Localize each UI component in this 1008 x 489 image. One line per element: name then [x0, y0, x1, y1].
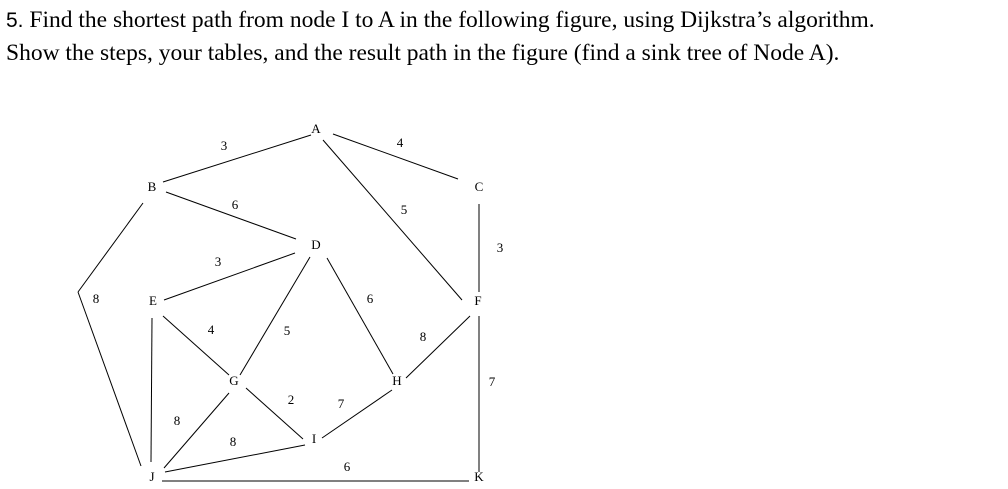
edge-g-i [245, 387, 304, 440]
edge-h-f [405, 315, 471, 379]
node-label-b: B [148, 179, 157, 194]
weight-label-d-g: 5 [284, 323, 291, 338]
question-line-1: 5. Find the shortest path from node I to… [6, 4, 1006, 37]
weight-label-c-f: 3 [497, 240, 504, 255]
edge-g-j [163, 392, 230, 469]
edge-b-d [165, 191, 297, 240]
node-label-d: D [311, 237, 320, 252]
node-label-h: H [392, 373, 401, 388]
weight-label-b-j: 8 [93, 291, 100, 306]
nodes-layer: A B C D E F G H I J K [148, 121, 485, 484]
edge-b-a [162, 134, 312, 183]
node-label-f: F [474, 293, 481, 308]
weight-label-g-j: 8 [230, 434, 237, 449]
node-label-i: I [312, 431, 316, 446]
edge-e-d [163, 252, 296, 301]
node-label-k: K [474, 469, 484, 484]
edge-d-g [239, 256, 311, 376]
node-label-c: C [475, 179, 484, 194]
question-text: 5. Find the shortest path from node I to… [6, 4, 1006, 70]
edge-e-g [162, 315, 230, 376]
weight-label-h-f: 8 [420, 329, 427, 344]
edge-b-j-segment [77, 291, 142, 467]
weights-layer: 3 4 5 6 8 3 3 5 6 4 8 2 8 7 8 7 6 [93, 135, 504, 474]
question-line-2: Show the steps, your tables, and the res… [6, 40, 840, 66]
weight-label-b-d: 6 [232, 197, 239, 212]
edge-e-j [150, 317, 153, 463]
edge-d-h [326, 257, 394, 375]
edge-j-i [164, 444, 306, 473]
weight-label-d-h: 6 [367, 291, 374, 306]
weight-label-e-g: 4 [208, 322, 215, 337]
weight-label-a-c: 4 [397, 135, 404, 150]
edge-a-c [332, 133, 459, 180]
weight-label-h-i: 7 [338, 396, 345, 411]
weight-label-j-i: 6 [344, 459, 351, 474]
weight-label-b-a: 3 [221, 138, 228, 153]
weight-label-g-i: 2 [288, 392, 295, 407]
question-number: 5. [6, 9, 24, 32]
node-label-a: A [311, 121, 321, 136]
weight-label-f-k: 7 [489, 374, 496, 389]
node-label-e: E [149, 293, 157, 308]
node-label-g: G [229, 373, 238, 388]
weight-label-e-d: 3 [215, 254, 222, 269]
edges-layer [77, 133, 480, 482]
edge-b-j [77, 202, 144, 293]
node-label-j: J [149, 469, 154, 484]
weight-label-a-f: 5 [401, 202, 408, 217]
edge-a-f [322, 139, 463, 301]
question-line-1-text: Find the shortest path from node I to A … [29, 7, 875, 33]
edge-h-i [321, 389, 393, 439]
weight-label-e-j: 8 [174, 413, 181, 428]
